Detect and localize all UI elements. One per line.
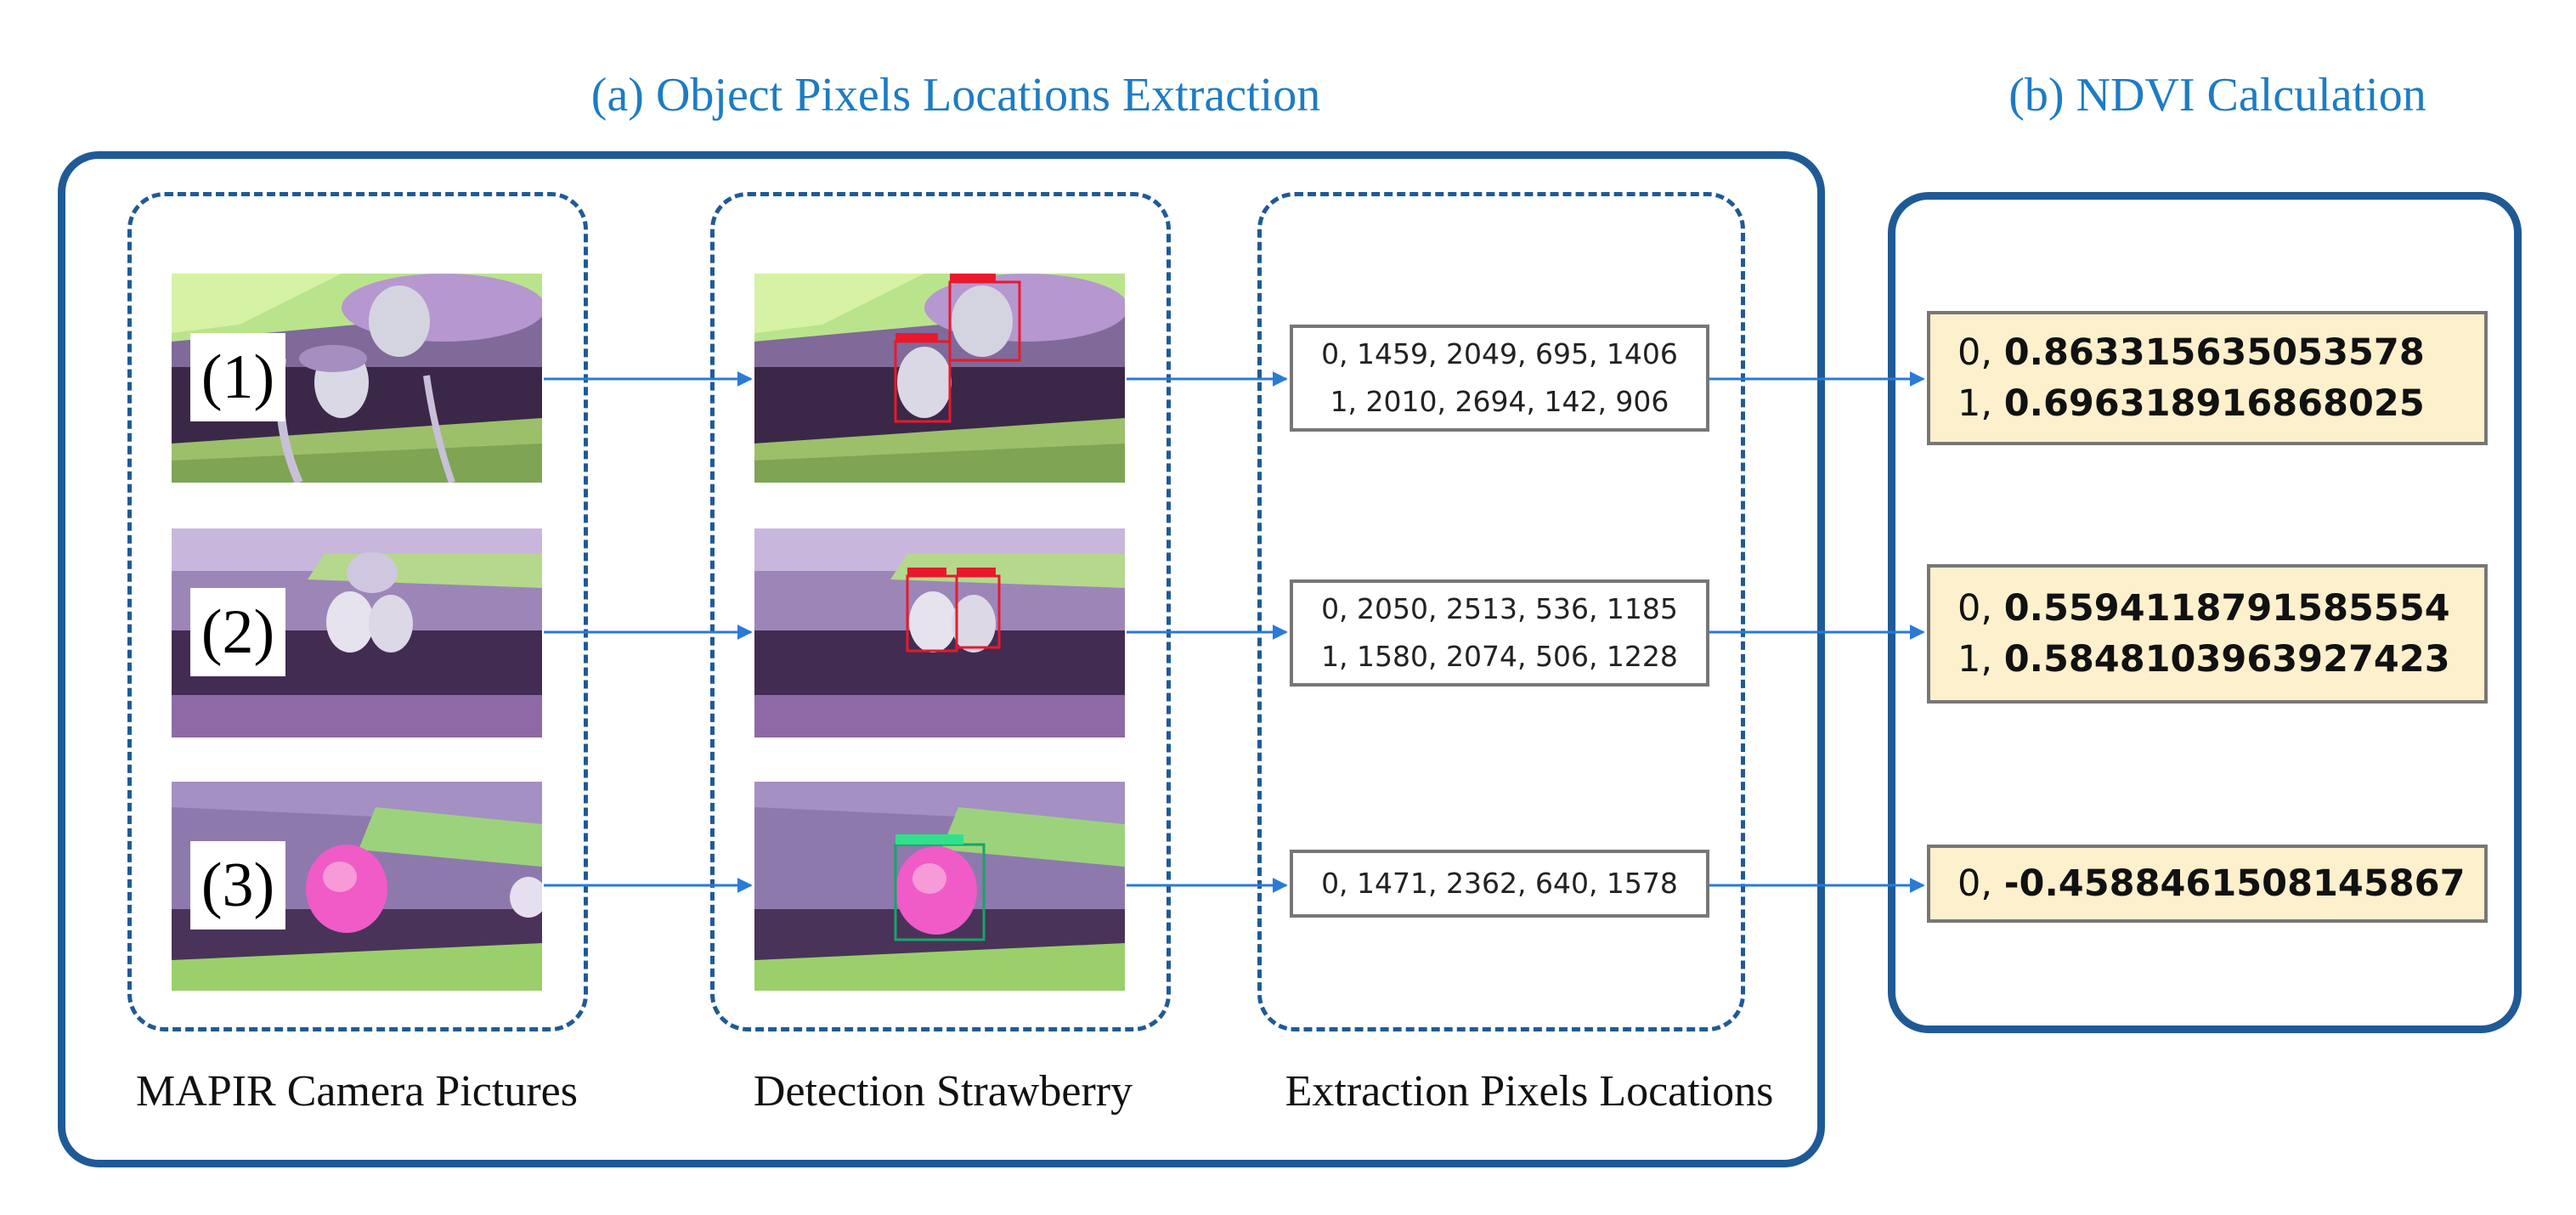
pixel-location-line: 0, 1471, 2362, 640, 1578 — [1321, 867, 1678, 900]
ndvi-value: -0.4588461508145867 — [2003, 862, 2466, 905]
ndvi-value: 0.5848103963927423 — [2003, 638, 2450, 681]
ndvi-index: 1, — [1957, 638, 1993, 681]
pixel-location-line: 1, 2010, 2694, 142, 906 — [1330, 385, 1669, 418]
detection-photo-1 — [754, 274, 1125, 483]
ndvi-value: 0.696318916868025 — [2003, 382, 2425, 425]
ndvi-row: 0, 0.5594118791585554 — [1957, 583, 2484, 634]
pixel-locations-box-1: 0, 1459, 2049, 695, 1406 1, 2010, 2694, … — [1290, 325, 1709, 432]
detection-group — [710, 192, 1171, 1031]
ndvi-box-2: 0, 0.5594118791585554 1, 0.5848103963927… — [1927, 564, 2488, 704]
pixel-location-line: 1, 1580, 2074, 506, 1228 — [1321, 640, 1678, 673]
ndvi-box-3: 0, -0.4588461508145867 — [1927, 845, 2488, 923]
ndvi-index: 1, — [1957, 382, 1993, 425]
row-label-2: (2) — [190, 588, 285, 676]
row-label-3: (3) — [190, 841, 285, 930]
ndvi-box-1: 0, 0.863315635053578 1, 0.69631891686802… — [1927, 311, 2488, 445]
pixel-location-line: 0, 1459, 2049, 695, 1406 — [1321, 337, 1678, 370]
ndvi-row: 1, 0.5848103963927423 — [1957, 634, 2484, 685]
detection-photo-3 — [754, 782, 1125, 991]
detection-photo-2 — [754, 528, 1125, 737]
camera-photo-1: (1) — [172, 274, 542, 483]
camera-photo-3: (3) — [172, 782, 542, 991]
caption-detection: Detection Strawberry — [753, 1067, 1133, 1116]
ndvi-row: 0, -0.4588461508145867 — [1957, 858, 2484, 909]
detection-image-1 — [754, 274, 1125, 483]
pixel-locations-box-3: 0, 1471, 2362, 640, 1578 — [1290, 850, 1709, 918]
pixel-location-line: 0, 2050, 2513, 536, 1185 — [1321, 592, 1678, 625]
ndvi-index: 0, — [1957, 862, 1993, 905]
ndvi-value: 0.5594118791585554 — [2003, 587, 2450, 630]
title-object-pixels-extraction: (a) Object Pixels Locations Extraction — [590, 69, 1321, 122]
detection-image-3 — [754, 782, 1125, 991]
caption-extraction: Extraction Pixels Locations — [1285, 1067, 1774, 1116]
ndvi-value: 0.863315635053578 — [2003, 331, 2425, 374]
camera-pictures-group — [127, 192, 588, 1031]
caption-camera-pictures: MAPIR Camera Pictures — [136, 1067, 578, 1116]
strawberry-photo-1 — [172, 274, 542, 483]
panel-b-frame — [1888, 192, 2522, 1033]
title-ndvi-calculation: (b) NDVI Calculation — [2008, 69, 2426, 122]
ndvi-row: 1, 0.696318916868025 — [1957, 378, 2484, 429]
row-label-1: (1) — [190, 333, 285, 421]
extraction-group — [1257, 192, 1745, 1031]
panel-a-frame — [58, 151, 1825, 1167]
camera-photo-2: (2) — [172, 528, 542, 737]
ndvi-row: 0, 0.863315635053578 — [1957, 327, 2484, 378]
detection-image-2 — [754, 528, 1125, 737]
ndvi-index: 0, — [1957, 331, 1993, 374]
ndvi-index: 0, — [1957, 587, 1993, 630]
pixel-locations-box-2: 0, 2050, 2513, 536, 1185 1, 1580, 2074, … — [1290, 579, 1709, 687]
